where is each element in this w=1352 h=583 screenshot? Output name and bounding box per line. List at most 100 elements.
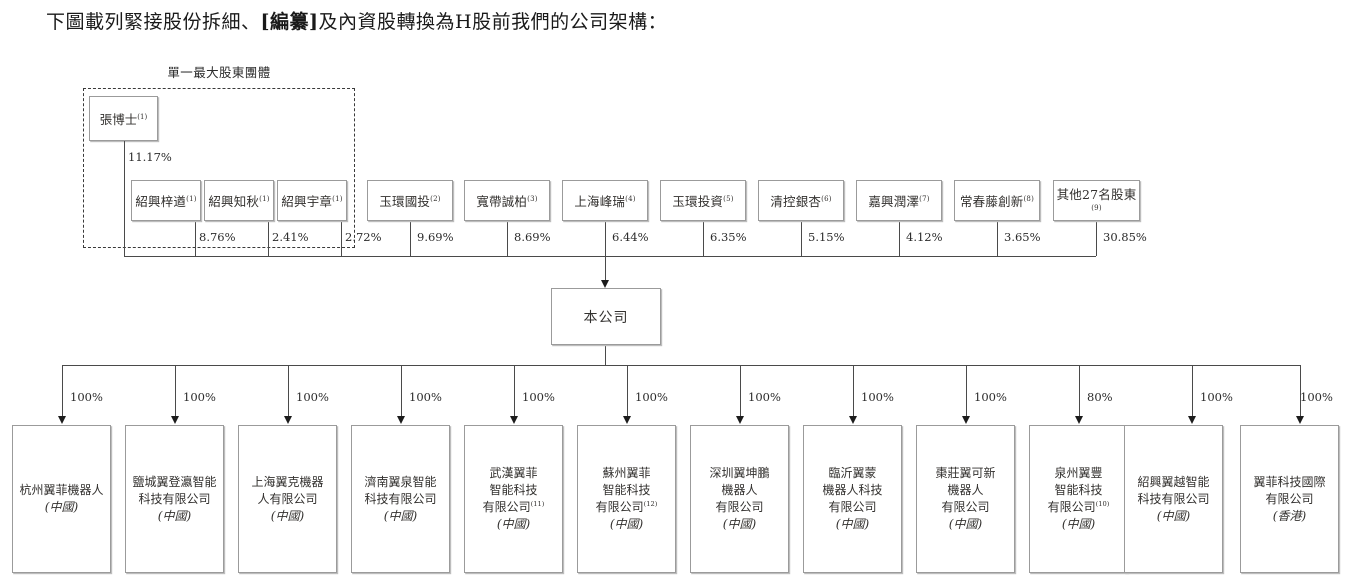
subsidiary-name-line: 有限公司	[1265, 491, 1314, 506]
subsidiary-connector-arrow	[623, 416, 631, 424]
shareholder-box-10[interactable]: 常春藤創新(8)	[954, 180, 1040, 221]
subsidiary-name-line: 機器人	[947, 483, 984, 497]
subsidiary-connector-line	[740, 365, 741, 417]
shareholder-footnote-ref: (4)	[625, 194, 636, 203]
subsidiary-box-12[interactable]: 翼菲科技國際有限公司(香港)	[1240, 425, 1339, 573]
shareholder-connector-line	[507, 221, 508, 256]
shareholder-name: 上海峰瑞	[574, 194, 626, 209]
person-name: 張博士	[99, 112, 138, 127]
subsidiary-jurisdiction: (中國)	[157, 508, 192, 523]
subsidiary-name-line: 有限公司	[941, 500, 990, 514]
subsidiary-percentage: 100%	[861, 390, 894, 404]
company-name: 本公司	[583, 309, 629, 326]
subsidiary-jurisdiction: (中國)	[383, 508, 418, 523]
shareholder-connector-line	[801, 221, 802, 256]
subsidiary-jurisdiction: (中國)	[1156, 508, 1191, 523]
subsidiary-box-11[interactable]: 紹興翼越智能科技有限公司 (中國)	[1124, 425, 1223, 573]
shareholder-name: 寬帶誠柏	[476, 194, 528, 209]
subsidiary-connector-line	[1079, 365, 1080, 417]
subsidiary-footnote-ref: (11)	[530, 500, 545, 508]
shareholder-percentage: 6.44%	[612, 230, 649, 244]
subsidiary-connector-line	[966, 365, 967, 417]
subsidiary-name-line: 武漢翼菲	[489, 466, 538, 480]
subsidiary-connector-line	[514, 365, 515, 417]
company-outflow-line	[605, 345, 606, 365]
shareholder-box-zhang[interactable]: 張博士(1)	[89, 96, 158, 141]
subsidiary-name-line: 泉州翼豐	[1054, 466, 1103, 480]
shareholder-name: 紹興知秋	[208, 194, 260, 209]
shareholder-footnote-ref: (7)	[919, 194, 930, 203]
subsidiary-name-line: 紹興翼越智能	[1137, 474, 1210, 489]
subsidiary-connector-arrow	[1188, 416, 1196, 424]
subsidiary-box-9[interactable]: 棗莊翼可新機器人有限公司(中國)	[916, 425, 1015, 573]
shareholder-box-1[interactable]: 紹興梓遒(1)	[131, 180, 201, 221]
shareholder-percentage: 3.65%	[1004, 230, 1041, 244]
subsidiary-jurisdiction: (中國)	[835, 517, 870, 531]
subsidiary-percentage: 100%	[974, 390, 1007, 404]
person-footnote-ref: (1)	[137, 112, 148, 121]
subsidiary-box-5[interactable]: 武漢翼菲智能科技有限公司(11)(中國)	[464, 425, 563, 573]
subsidiary-box-2[interactable]: 鹽城翼登瀛智能科技有限公司(中國)	[125, 425, 224, 573]
subsidiary-connector-line	[62, 365, 63, 417]
shareholder-percentage: 4.12%	[906, 230, 943, 244]
subsidiary-box-8[interactable]: 臨沂翼蒙機器人科技有限公司(中國)	[803, 425, 902, 573]
heading-bracket-token: [編纂]	[260, 11, 319, 33]
shareholder-footnote-ref: (1)	[332, 194, 343, 203]
subsidiary-percentage: 100%	[748, 390, 781, 404]
subsidiary-box-7[interactable]: 深圳翼坤鵬機器人有限公司(中國)	[690, 425, 789, 573]
shareholder-percentage: 8.76%	[199, 230, 236, 244]
shareholder-percentage: 5.15%	[808, 230, 845, 244]
shareholder-name: 玉環投資	[672, 194, 724, 209]
person-percentage: 11.17%	[128, 150, 172, 164]
subsidiary-name-line: 深圳翼坤鵬	[709, 466, 770, 480]
shareholder-box-6[interactable]: 上海峰瑞(4)	[562, 180, 648, 221]
subsidiary-percentage: 100%	[1300, 390, 1333, 404]
shareholder-box-7[interactable]: 玉環投資(5)	[660, 180, 746, 221]
subsidiary-name-line: 科技有限公司	[1137, 491, 1210, 506]
shareholder-bus-line	[124, 256, 1096, 257]
subsidiary-connector-line	[1300, 365, 1301, 417]
subsidiary-percentage: 100%	[409, 390, 442, 404]
shareholder-percentage: 9.69%	[417, 230, 454, 244]
subsidiary-connector-arrow	[510, 416, 518, 424]
shareholder-percentage: 2.41%	[272, 230, 309, 244]
subsidiary-connector-arrow	[849, 416, 857, 424]
shareholder-connector-line	[1096, 221, 1097, 256]
shareholder-box-11[interactable]: 其他27名股東(9)	[1053, 180, 1140, 221]
shareholder-box-9[interactable]: 嘉興潤澤(7)	[856, 180, 942, 221]
shareholder-name: 嘉興潤澤	[868, 194, 920, 209]
subsidiary-name-line: 臨沂翼蒙	[828, 466, 877, 480]
subsidiary-footnote-ref: (10)	[1095, 500, 1110, 508]
shareholder-box-4[interactable]: 玉環國投(2)	[367, 180, 453, 221]
subsidiary-name-line: 有限公司(10)	[1047, 500, 1110, 514]
subsidiary-box-3[interactable]: 上海翼克機器人有限公司(中國)	[238, 425, 337, 573]
subsidiary-name-line: 有限公司(11)	[482, 500, 545, 514]
subsidiary-name-line: 科技有限公司	[138, 491, 211, 506]
subsidiary-name-line: 人有限公司	[257, 491, 318, 506]
subsidiary-box-6[interactable]: 蘇州翼菲智能科技有限公司(12)(中國)	[577, 425, 676, 573]
shareholder-footnote-ref: (8)	[1023, 194, 1035, 203]
shareholder-footnote-ref: (2)	[430, 194, 441, 203]
subsidiary-box-10[interactable]: 泉州翼豐智能科技有限公司(10)(中國)	[1029, 425, 1128, 573]
subsidiary-box-4[interactable]: 濟南翼泉智能科技有限公司(中國)	[351, 425, 450, 573]
subsidiary-box-1[interactable]: 杭州翼菲機器人(中國)	[12, 425, 111, 573]
shareholder-footnote-ref: (5)	[723, 194, 734, 203]
shareholder-connector-line	[703, 221, 704, 256]
shareholder-box-3[interactable]: 紹興宇章(1)	[277, 180, 347, 221]
subsidiary-name-line: 蘇州翼菲	[602, 466, 651, 480]
shareholder-box-8[interactable]: 清控銀杏(6)	[758, 180, 844, 221]
shareholder-connector-line	[997, 221, 998, 256]
subsidiary-connector-line	[175, 365, 176, 417]
shareholder-box-5[interactable]: 寬帶誠柏(3)	[464, 180, 550, 221]
shareholder-connector-line	[605, 221, 606, 256]
subsidiary-name-line: 機器人	[721, 483, 758, 497]
subsidiary-name-line: 機器人科技	[822, 483, 883, 497]
company-box[interactable]: 本公司	[551, 288, 661, 345]
shareholder-footnote-ref: (1)	[186, 194, 197, 203]
subsidiary-name-line: 智能科技	[1054, 483, 1103, 497]
page-title: 下圖載列緊接股份拆細、[編纂]及內資股轉換為H股前我們的公司架構：	[46, 9, 667, 35]
heading-part-1: 下圖載列緊接股份拆細、	[46, 11, 261, 33]
subsidiary-jurisdiction: (中國)	[496, 517, 531, 531]
subsidiary-connector-arrow	[171, 416, 179, 424]
shareholder-box-2[interactable]: 紹興知秋(1)	[204, 180, 274, 221]
